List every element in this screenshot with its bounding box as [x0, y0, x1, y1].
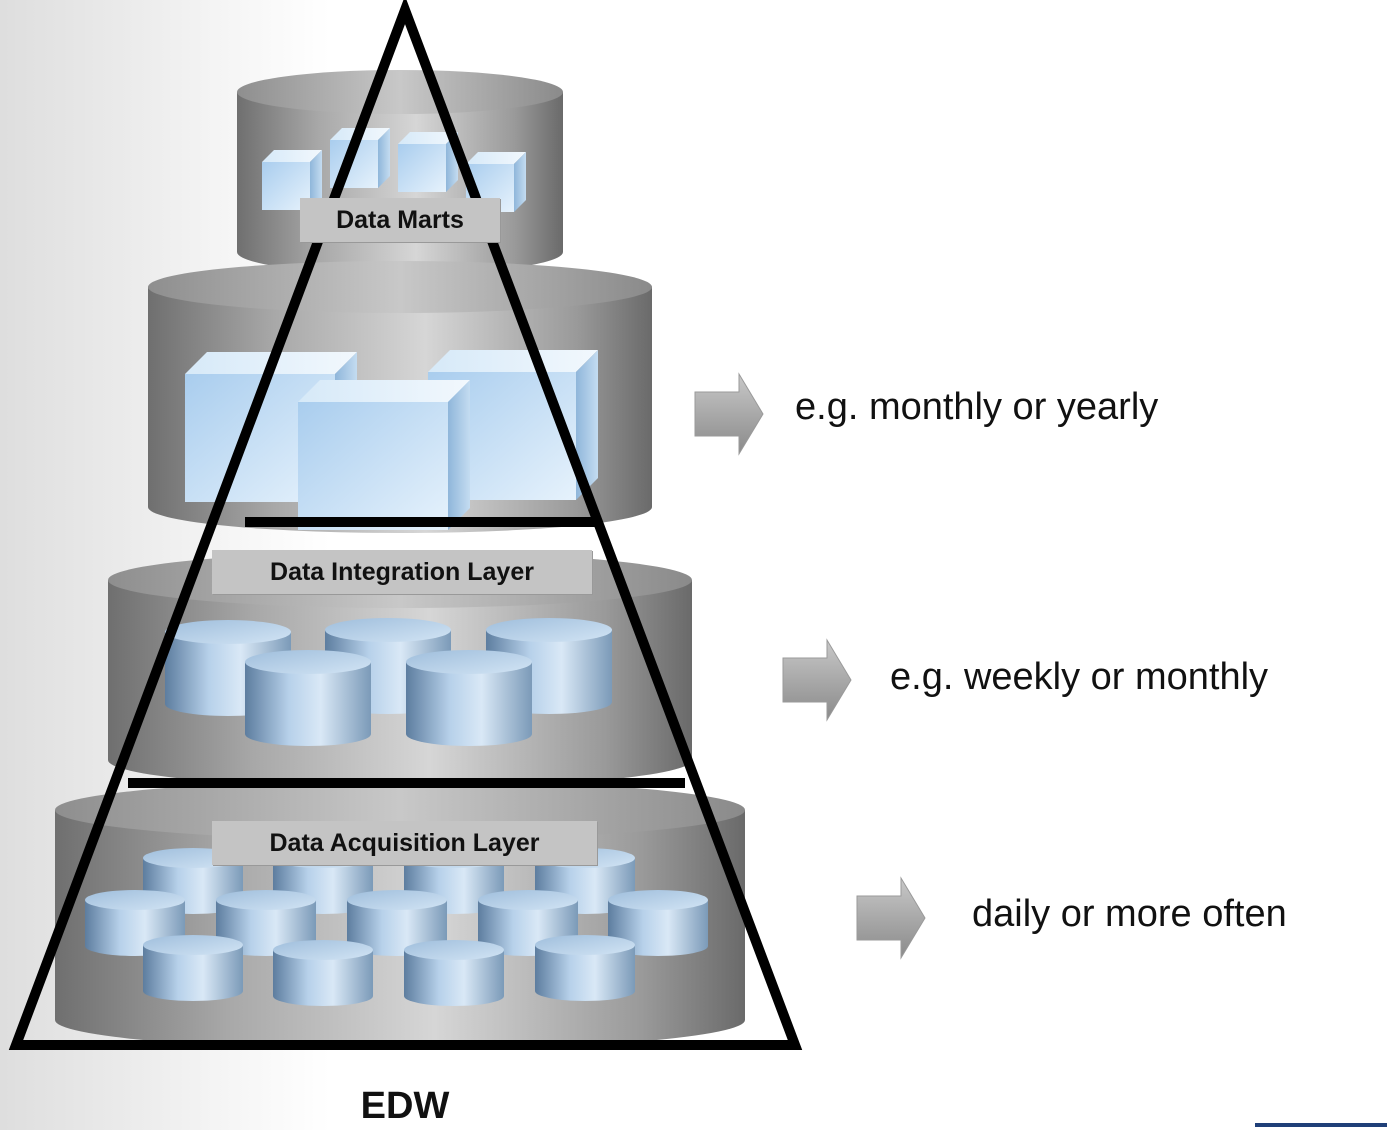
- arrow-right-icon: [856, 876, 926, 960]
- label-data-integration-layer: Data Integration Layer: [212, 550, 592, 594]
- cube-large-center: [298, 380, 470, 530]
- arrow-right-icon: [694, 372, 764, 456]
- tier-data-integration: [108, 552, 692, 788]
- arrow-right-icon: [782, 638, 852, 722]
- label-data-acquisition-layer: Data Acquisition Layer: [212, 821, 597, 865]
- footer-accent-rule: [1255, 1123, 1387, 1127]
- frequency-acquisition: daily or more often: [972, 893, 1287, 935]
- tier-data-marts: [237, 70, 563, 274]
- edw-caption: EDW: [360, 1085, 450, 1127]
- pyramid-outline: [8, 0, 803, 1050]
- frequency-marts: e.g. monthly or yearly: [795, 386, 1159, 428]
- label-data-marts: Data Marts: [300, 198, 500, 242]
- drum-group-integration: [165, 618, 612, 746]
- tier-data-acquisition: [55, 780, 745, 1050]
- frequency-integration: e.g. weekly or monthly: [890, 656, 1269, 698]
